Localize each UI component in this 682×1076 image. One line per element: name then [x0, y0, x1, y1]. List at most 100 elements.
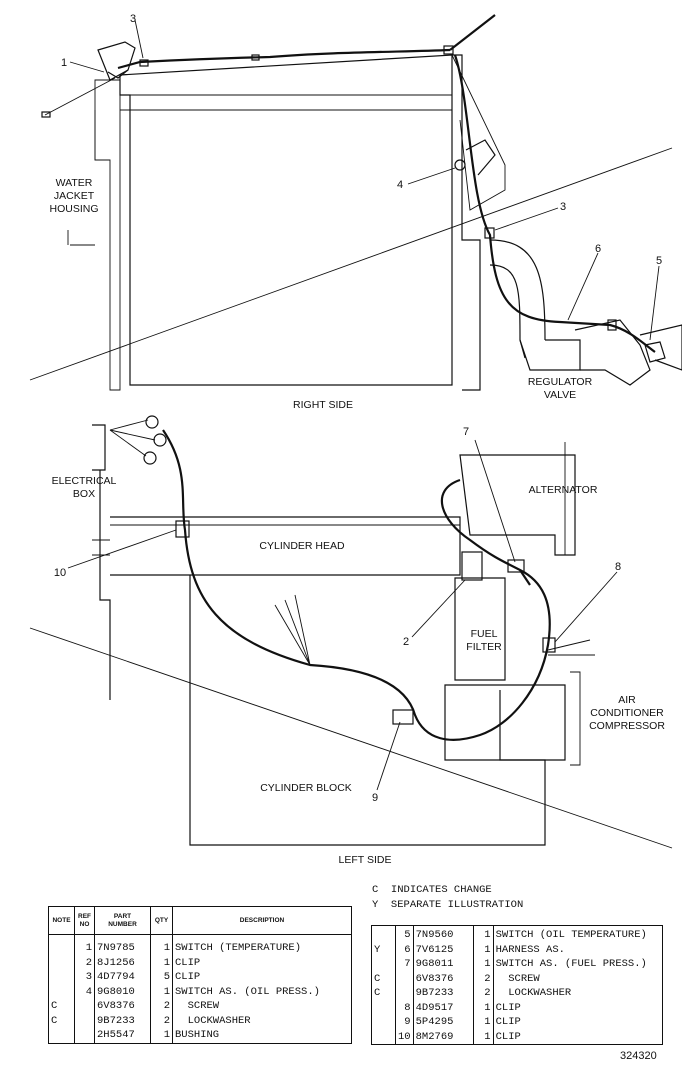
callout-9: 9 — [372, 792, 378, 804]
part-number-cell: 7N9785 — [94, 934, 151, 956]
fuel-filter-label-1: FUEL — [471, 628, 498, 640]
left-side-view: ELECTRICAL BOX ALTERNATOR CYLINDER HEAD … — [29, 415, 673, 866]
ref-cell — [74, 1028, 95, 1043]
note-cell: Y — [371, 942, 396, 957]
part-number-cell: 6V8376 — [94, 999, 151, 1014]
note-cell — [48, 934, 75, 956]
description-cell: SWITCH (OIL TEMPERATURE) — [495, 929, 647, 941]
description-cell: LOCKWASHER — [175, 1014, 251, 1027]
description-cell: SWITCH AS. (FUEL PRESS.) — [495, 958, 647, 970]
temperature-switch — [97, 41, 136, 81]
compressor-label-3: COMPRESSOR — [589, 720, 665, 732]
qty-cell: 2 — [150, 999, 173, 1014]
part-number-cell: 9B7233 — [413, 986, 474, 1001]
note-cell: C — [371, 986, 396, 1001]
description-cell: SCREW — [175, 1000, 220, 1012]
note-cell: C — [48, 1013, 75, 1028]
fuel-filter-label-2: FILTER — [466, 641, 502, 653]
harness-right-run — [453, 54, 656, 353]
part-number-cell: 7N9560 — [413, 925, 474, 943]
qty-cell: 1 — [150, 1028, 173, 1043]
note-cell — [371, 925, 396, 943]
legend-row: Y SEPARATE ILLUSTRATION — [372, 898, 523, 913]
part-number-cell: 6V8376 — [413, 971, 474, 986]
oil-pressure-switch — [454, 159, 466, 171]
note-header: NOTE — [48, 906, 75, 935]
callout-5: 5 — [656, 255, 662, 267]
cylinder-block — [189, 575, 546, 846]
legend-code: Y — [372, 899, 379, 911]
description-cell: CLIP — [175, 956, 201, 969]
qty-cell: 1 — [473, 925, 494, 943]
ref-cell: 1 — [74, 934, 95, 956]
qty-header: QTY — [150, 906, 173, 935]
qty-cell: 1 — [150, 955, 173, 970]
air-conditioner-compressor — [444, 684, 566, 761]
note-cell — [48, 984, 75, 999]
ref-cell: 2 — [74, 955, 95, 970]
right-side-view: WATER JACKET HOUSING RIGHT SIDE REGULATO… — [29, 13, 682, 411]
ref-cell — [74, 1013, 95, 1028]
ref-cell: 6 — [395, 942, 414, 957]
engine-block-outline — [119, 54, 453, 386]
callout-10: 10 — [54, 567, 66, 579]
qty-cell: 5 — [150, 970, 173, 985]
legend-row: C INDICATES CHANGE — [372, 883, 523, 898]
regulator-label-1: REGULATOR — [528, 376, 593, 388]
note-cell — [371, 1000, 396, 1015]
description-cell: CLIP — [175, 971, 201, 983]
callout-4: 4 — [397, 179, 403, 191]
description-header: DESCRIPTION — [239, 916, 285, 924]
description-cell: CLIP — [495, 1016, 521, 1028]
part-number-cell: 4D9517 — [413, 1000, 474, 1015]
part-number-cell: 4D7794 — [94, 970, 151, 985]
water-jacket-label-1: WATER — [56, 177, 93, 189]
legend-text: INDICATES CHANGE — [390, 884, 492, 896]
clip-8 — [542, 637, 556, 653]
callout-3-right: 3 — [560, 201, 566, 213]
qty-cell: 1 — [150, 934, 173, 956]
qty-cell: 1 — [473, 942, 494, 957]
alternator — [459, 454, 576, 556]
ref-cell: 3 — [74, 970, 95, 985]
alternator-label: ALTERNATOR — [529, 484, 598, 496]
note-cell: C — [371, 971, 396, 986]
electrical-box — [92, 424, 111, 700]
clip-3a — [139, 59, 149, 67]
description-cell: LOCKWASHER — [495, 987, 572, 999]
part-number-cell: 9G8010 — [94, 984, 151, 999]
ref-cell: 7 — [395, 957, 414, 972]
ref-cell — [395, 986, 414, 1001]
note-cell: C — [48, 999, 75, 1014]
legend-text: SEPARATE ILLUSTRATION — [390, 899, 524, 911]
note-cell — [371, 1015, 396, 1030]
water-jacket-label-2: JACKET — [54, 190, 95, 202]
ref-cell: 8 — [395, 1000, 414, 1015]
callout-6: 6 — [595, 243, 601, 255]
callout-3-top: 3 — [130, 13, 136, 25]
note-cell — [371, 957, 396, 972]
description-cell: HARNESS AS. — [495, 943, 565, 956]
description-cell: SWITCH AS. (OIL PRESS.) — [175, 985, 320, 998]
qty-cell: 1 — [473, 1015, 494, 1030]
legend: C INDICATES CHANGE Y SEPARATE ILLUSTRATI… — [372, 883, 523, 913]
note-cell — [371, 1029, 396, 1045]
cylinder-block-label: CYLINDER BLOCK — [260, 782, 352, 794]
electrical-box-label-2: BOX — [73, 488, 95, 500]
qty-cell: 1 — [150, 984, 173, 999]
callout-7: 7 — [463, 426, 469, 438]
part-number-cell: 8M2769 — [413, 1029, 474, 1045]
